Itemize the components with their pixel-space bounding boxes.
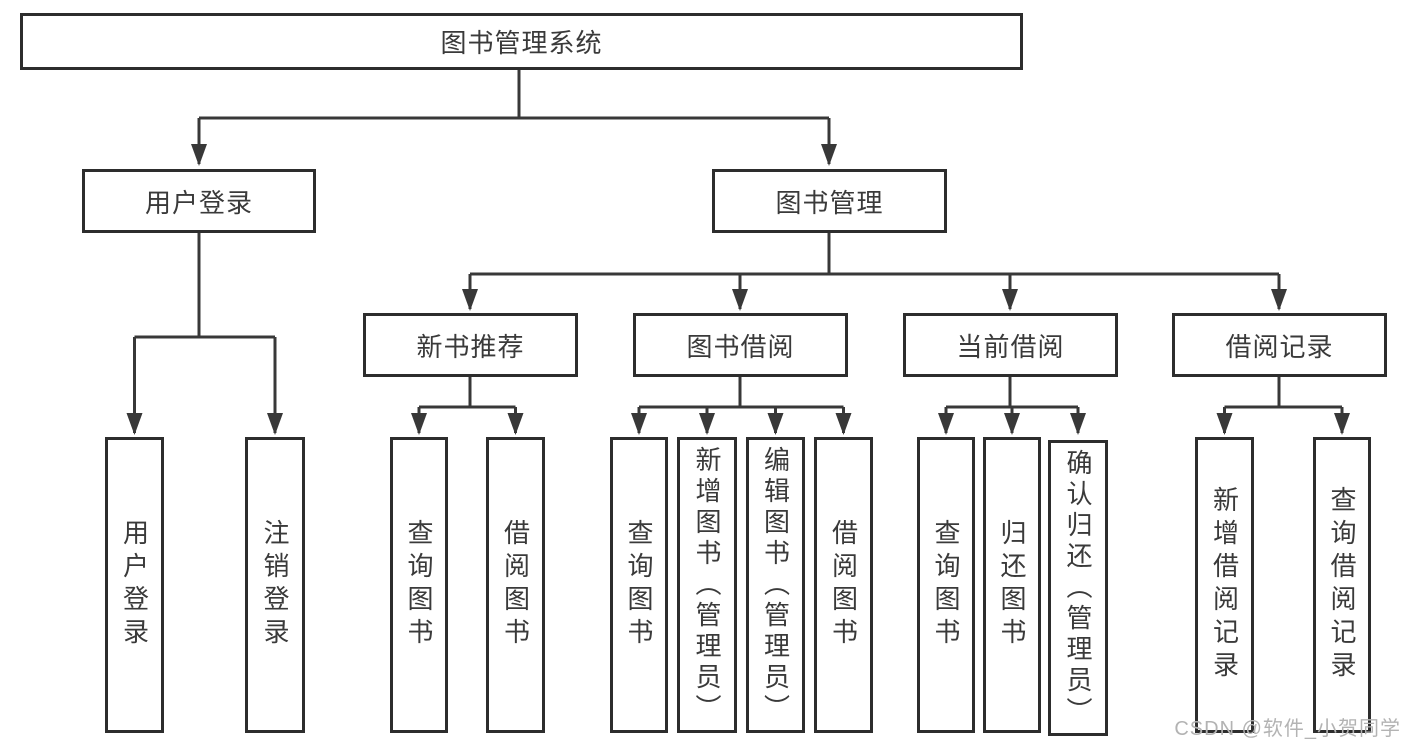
leaf-edit-book-admin: 编辑图书（管理员） [746,437,805,733]
leaf-return-books: 归还图书 [983,437,1041,733]
leaf-logout: 注销登录 [245,437,305,733]
node-new-book-recommend: 新书推荐 [363,313,578,377]
leaf-query-books-borrow: 查询图书 [610,437,668,733]
leaf-query-books-current: 查询图书 [917,437,975,733]
watermark: CSDN @软件_小贺同学 [1174,718,1401,740]
leaf-user-login: 用户登录 [105,437,164,733]
connector-book-borrowing-children [631,377,852,435]
node-root: 图书管理系统 [20,13,1023,70]
node-borrowing-records: 借阅记录 [1172,313,1387,377]
connector-current-borrowing-children [938,377,1086,435]
leaf-borrow-books-new: 借阅图书 [486,437,545,733]
leaf-add-borrow-record: 新增借阅记录 [1195,437,1254,733]
leaf-query-borrow-record: 查询借阅记录 [1313,437,1371,733]
node-user-login: 用户登录 [82,169,316,233]
connector-book-management-children [462,233,1287,311]
leaf-add-book-admin: 新增图书（管理员） [677,437,737,733]
connector-new-book-recommend-children [411,377,524,435]
connector-user-login-children [126,233,283,435]
node-book-borrowing: 图书借阅 [633,313,848,377]
leaf-borrow-books: 借阅图书 [814,437,873,733]
connector-borrowing-records-children [1216,377,1350,435]
connector-root-to-level2 [191,70,837,166]
node-book-management: 图书管理 [712,169,947,233]
leaf-query-books-new: 查询图书 [390,437,448,733]
leaf-confirm-return-admin: 确认归还（管理员） [1048,440,1108,736]
node-current-borrowing: 当前借阅 [903,313,1118,377]
